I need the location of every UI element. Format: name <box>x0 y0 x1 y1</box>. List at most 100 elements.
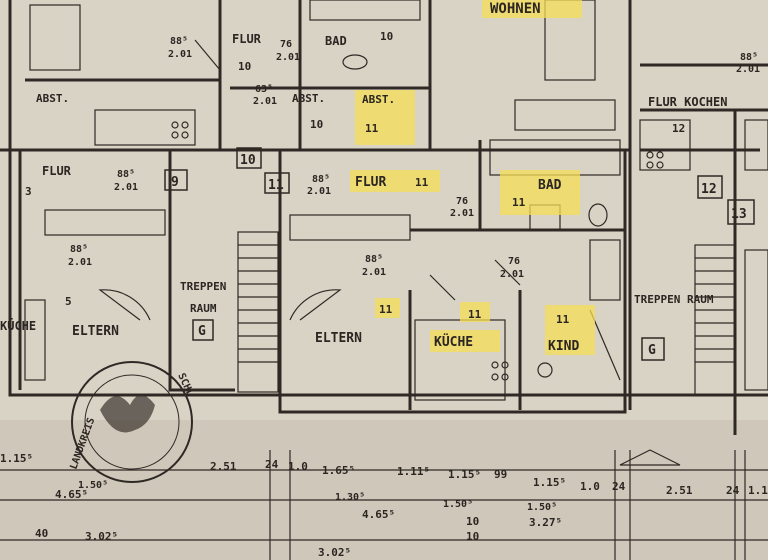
label-flur-left: FLUR <box>42 164 72 178</box>
door-dim-6b: 2.01 <box>68 257 92 268</box>
label-kueche: KÜCHE <box>434 334 473 350</box>
label-treppenraum-left-1: TREPPEN <box>180 280 226 293</box>
code-11-abst: 11 <box>365 122 379 135</box>
door-dim-9b: 2.01 <box>500 269 524 280</box>
label-bad-mid: BAD <box>538 178 562 193</box>
door-dim-4b: 2.01 <box>114 182 138 193</box>
dim-r2-3: 1.50⁵ <box>527 502 557 513</box>
door-dim-3: 63⁵ <box>255 84 273 95</box>
door-swing-eltern-left <box>98 289 151 321</box>
dimension-row-2: 1.50⁵ 1.30⁵ 1.50⁵ 1.50⁵ <box>78 480 557 513</box>
room-codes: 11 11 11 11 11 11 10 10 10 3 12 5 <box>25 30 685 326</box>
dim-r1-9: 1.0 <box>580 480 600 493</box>
dim-r4-3: 10 <box>466 530 479 543</box>
code-11-eltern: 11 <box>379 303 393 316</box>
door-dim-1: 88⁵ <box>170 36 188 47</box>
box-g-right: G <box>648 343 656 358</box>
dimension-row-3: 4.65⁵ 4.65⁵ 3.27⁵ <box>55 488 562 529</box>
dim-r3-2: 3.27⁵ <box>529 516 562 529</box>
stairs-right <box>694 244 736 396</box>
dim-r4-2: 10 <box>466 515 479 528</box>
code-10-flur: 10 <box>238 60 251 73</box>
code-12-upper: 12 <box>672 122 685 135</box>
dim-r1-11: 2.51 <box>666 484 693 497</box>
box-11: 11 <box>268 178 284 193</box>
box-13: 13 <box>731 207 747 222</box>
label-eltern-left: ELTERN <box>72 324 119 339</box>
door-dim-5b: 2.01 <box>307 186 331 197</box>
stairs-left <box>237 231 279 393</box>
dim-r4-0: 40 <box>35 527 48 540</box>
dimension-row-4: 40 3.02⁵ 10 10 <box>35 515 479 543</box>
dim-r5-0: 3.02⁵ <box>318 546 351 559</box>
code-10-abst: 10 <box>310 118 323 131</box>
code-10-top: 10 <box>380 30 393 43</box>
door-swing-kueche <box>429 274 456 301</box>
dim-r1-6: 1.15⁵ <box>448 468 481 481</box>
code-3: 3 <box>25 185 32 198</box>
code-11-flur: 11 <box>415 176 429 189</box>
label-bad-top: BAD <box>325 34 347 48</box>
box-9: 9 <box>171 175 179 190</box>
dim-r3-0: 4.65⁵ <box>55 488 88 501</box>
door-dim-8b: 2.01 <box>362 267 386 278</box>
label-flur-top: FLUR <box>232 32 262 46</box>
label-eltern-mid: ELTERN <box>315 331 362 346</box>
room-labels: WOHNEN FLUR BAD ABST. ABST. ABST. FLUR K… <box>0 1 727 354</box>
dim-r1-7: 99 <box>494 468 507 481</box>
boxed-numbers: 9 10 11 12 13 G G <box>164 147 755 361</box>
code-5: 5 <box>65 295 72 308</box>
box-g-left: G <box>198 324 206 339</box>
label-wohnen: WOHNEN <box>490 1 541 17</box>
dim-r1-0: 1.15⁵ <box>0 452 33 465</box>
dim-r2-1: 1.30⁵ <box>335 492 365 503</box>
fixtures <box>24 0 768 401</box>
code-11-kueche: 11 <box>468 308 482 321</box>
door-dim-3b: 2.01 <box>253 96 277 107</box>
outer-walls <box>0 0 768 435</box>
dim-r2-2: 1.50⁵ <box>443 499 473 510</box>
door-dim-6: 88⁵ <box>70 244 88 255</box>
toilet-bad <box>588 203 608 227</box>
label-kind: KIND <box>548 339 579 354</box>
sink-kind <box>537 362 553 378</box>
box-10: 10 <box>240 153 256 168</box>
door-dim-9: 76 <box>508 256 520 267</box>
label-treppenraum-left-2: RAUM <box>190 302 217 315</box>
dim-r3-1: 4.65⁵ <box>362 508 395 521</box>
label-kueche-left-partial: KÜCHE <box>0 318 36 333</box>
box-12: 12 <box>701 182 717 197</box>
label-abst-hl: ABST. <box>362 93 395 106</box>
highlights <box>350 0 595 355</box>
door-dimensions: 88⁵ 2.01 76 2.01 63⁵ 2.01 88⁵ 2.01 88⁵ 2… <box>68 36 760 280</box>
label-abst-left: ABST. <box>36 92 69 105</box>
dim-r1-12: 24 <box>726 484 740 497</box>
door-dim-7: 76 <box>456 196 468 207</box>
dim-r1-10: 24 <box>612 480 626 493</box>
door-swing-kind <box>494 259 521 286</box>
dim-r1-8: 1.15⁵ <box>533 476 566 489</box>
label-abst-mid: ABST. <box>292 92 325 105</box>
dim-r1-3: 1.0 <box>288 460 308 473</box>
dim-r2-0: 1.50⁵ <box>78 480 108 491</box>
dim-r1-2: 24 <box>265 458 279 471</box>
code-11-bad: 11 <box>512 196 526 209</box>
door-dim-1b: 2.01 <box>168 49 192 60</box>
sink-bad-top <box>342 54 368 70</box>
door-dim-2: 76 <box>280 39 292 50</box>
dim-r1-13: 1.1 <box>748 484 768 497</box>
door-dim-8: 88⁵ <box>365 254 383 265</box>
dim-r4-1: 3.02⁵ <box>85 530 118 543</box>
door-swing-flur-top <box>194 39 221 71</box>
door-dim-10b: 2.01 <box>736 64 760 75</box>
door-swing-eltern-mid <box>289 289 342 321</box>
door-dim-7b: 2.01 <box>450 208 474 219</box>
door-dim-2b: 2.01 <box>276 52 300 63</box>
label-treppenraum-right: TREPPEN RAUM <box>634 293 714 306</box>
dim-r1-5: 1.11⁵ <box>397 465 430 478</box>
paper-lower-shade <box>0 420 768 560</box>
code-11-kind: 11 <box>556 313 570 326</box>
door-dim-10: 88⁵ <box>740 52 758 63</box>
dimension-lines <box>0 449 768 560</box>
